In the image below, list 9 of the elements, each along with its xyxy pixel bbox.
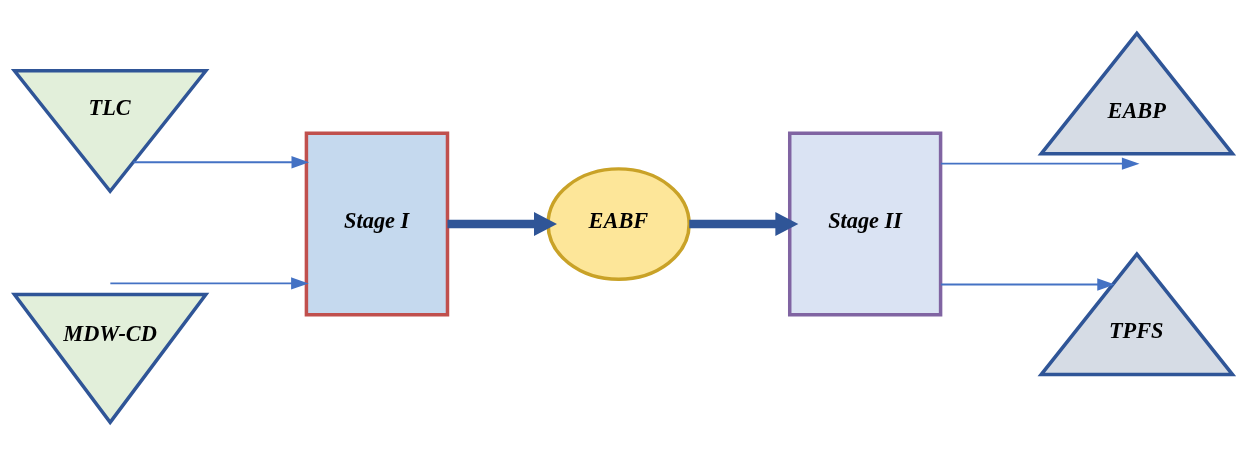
arrow bbox=[132, 155, 310, 168]
arrow bbox=[109, 276, 309, 290]
arrow bbox=[939, 277, 1115, 291]
arrow bbox=[689, 211, 799, 236]
node-ellipse: EABF bbox=[546, 166, 691, 281]
node-box: Stage I bbox=[304, 131, 450, 317]
node-box: Stage II bbox=[788, 131, 943, 317]
arrow bbox=[447, 211, 557, 236]
arrow bbox=[939, 156, 1140, 170]
